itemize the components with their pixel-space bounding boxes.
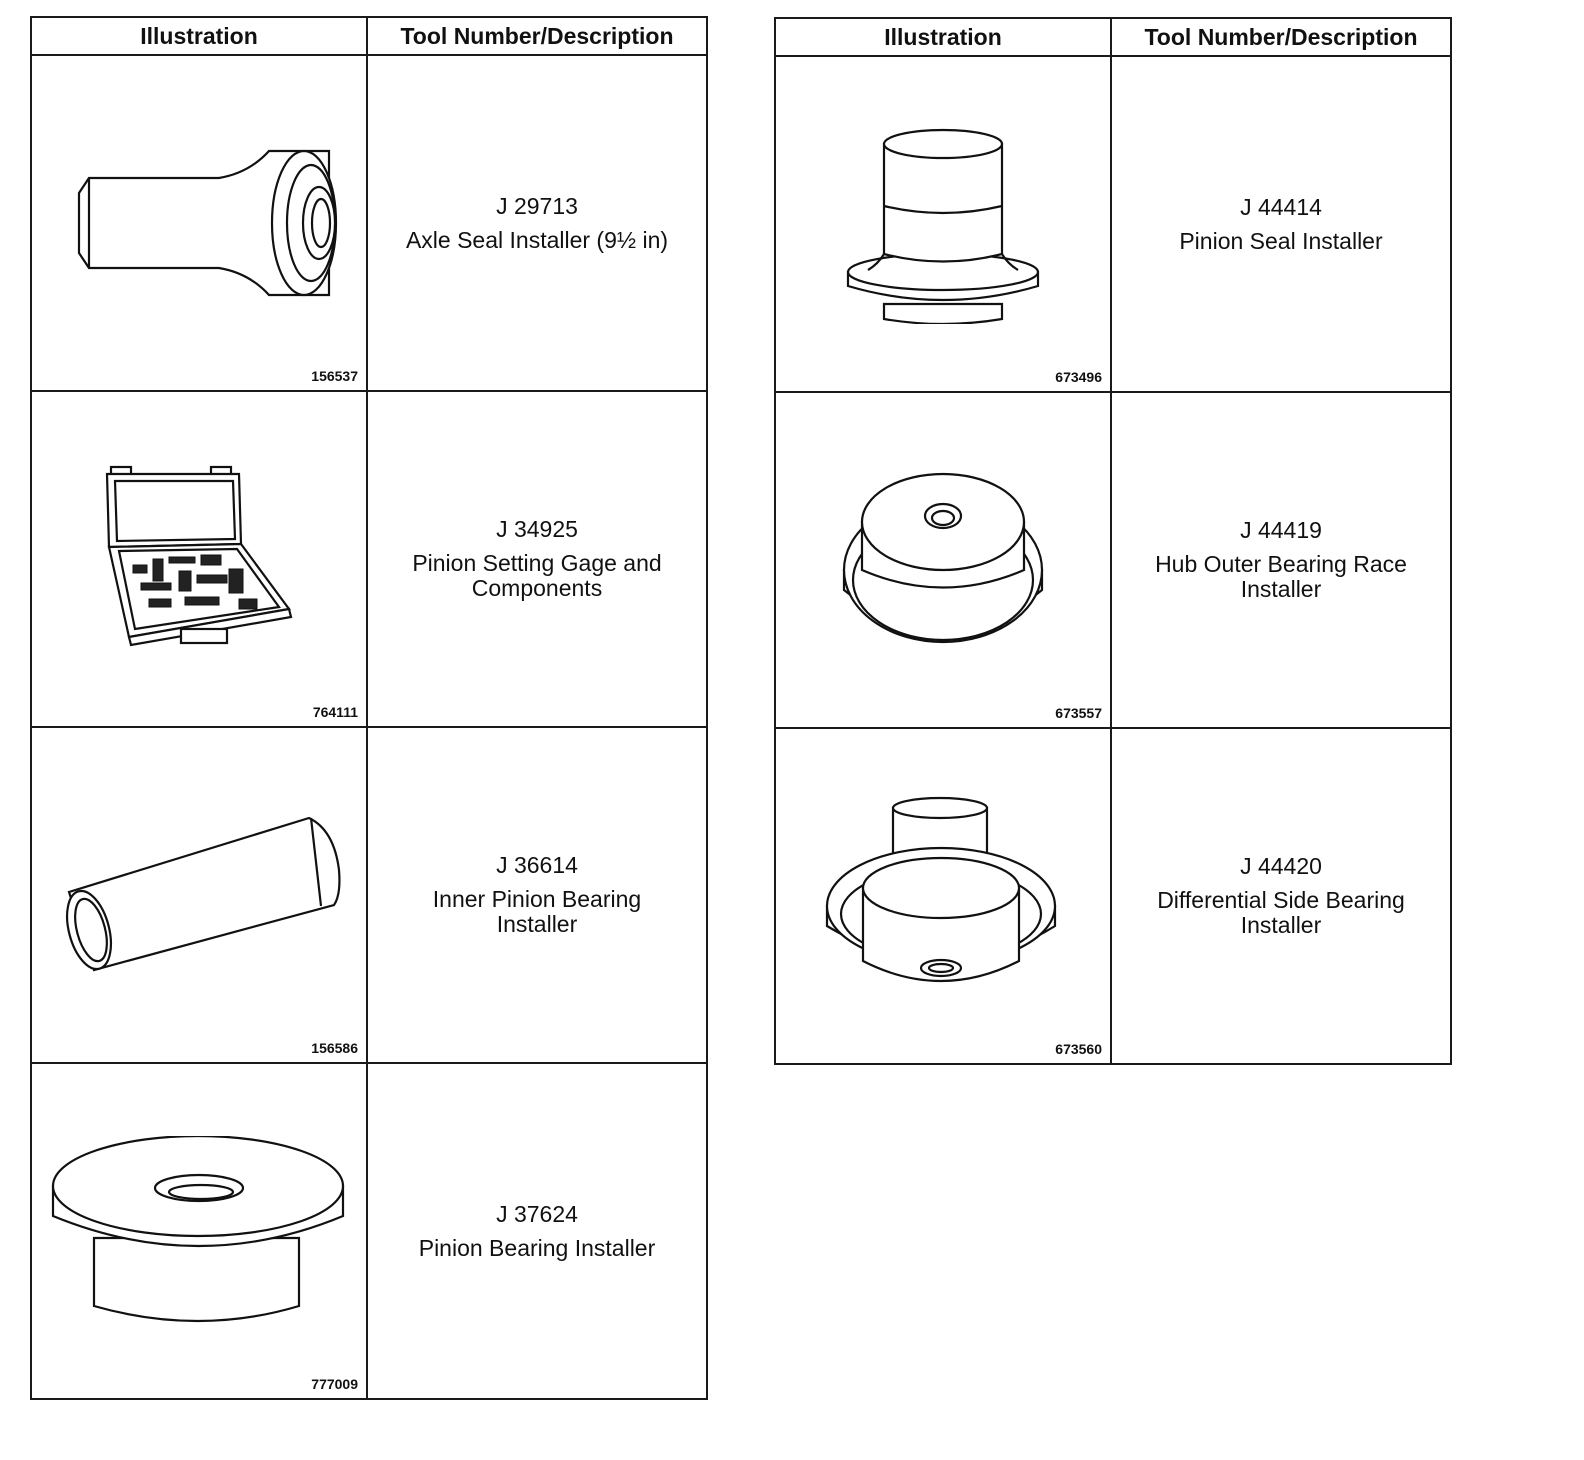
pinion-seal-installer-icon <box>846 128 1040 324</box>
description-cell: J 29713 Axle Seal Installer (9½ in) <box>366 54 708 392</box>
tool-number: J 36614 <box>496 852 578 878</box>
illustration-cell: 764111 <box>30 390 368 728</box>
tool-number: J 44419 <box>1240 517 1322 543</box>
tool-description: Pinion Setting Gage and Components <box>412 550 662 601</box>
header-row: Illustration Tool Number/Description <box>774 17 1452 57</box>
tool-number: J 44420 <box>1240 853 1322 879</box>
race-installer-icon <box>842 472 1044 644</box>
description-cell: J 37624 Pinion Bearing Installer <box>366 1062 708 1400</box>
figure-number: 673496 <box>1055 369 1102 385</box>
tube-installer-icon <box>65 816 341 972</box>
figure-number: 673560 <box>1055 1041 1102 1057</box>
tool-description: Pinion Seal Installer <box>1179 227 1383 254</box>
table-row: 764111 J 34925 Pinion Setting Gage and C… <box>30 390 708 728</box>
table-row: 156537 J 29713 Axle Seal Installer (9½ i… <box>30 54 708 392</box>
description-cell: J 36614 Inner Pinion Bearing Installer <box>366 726 708 1064</box>
illustration-cell: 673496 <box>774 55 1112 393</box>
illustration-cell: 156586 <box>30 726 368 1064</box>
table-row: 156586 J 36614 Inner Pinion Bearing Inst… <box>30 726 708 1064</box>
side-bearing-installer-icon <box>825 796 1057 982</box>
table-row: 777009 J 37624 Pinion Bearing Installer <box>30 1062 708 1400</box>
figure-number: 156586 <box>311 1040 358 1056</box>
header-row: Illustration Tool Number/Description <box>30 16 708 56</box>
tool-description: Hub Outer Bearing Race Installer <box>1155 551 1407 602</box>
right-tool-table: Illustration Tool Number/Description 673… <box>774 17 1452 1065</box>
tool-description: Axle Seal Installer (9½ in) <box>405 226 669 253</box>
illustration-cell: 673557 <box>774 391 1112 729</box>
figure-number: 764111 <box>312 704 358 720</box>
pinion-gage-case-icon <box>105 465 293 647</box>
illustration-cell: 673560 <box>774 727 1112 1065</box>
description-cell: J 44419 Hub Outer Bearing Race Installer <box>1110 391 1452 729</box>
tool-description: Pinion Bearing Installer <box>418 1234 656 1261</box>
axle-seal-installer-icon <box>77 149 338 297</box>
illustration-header: Illustration <box>774 17 1112 57</box>
description-cell: J 34925 Pinion Setting Gage and Componen… <box>366 390 708 728</box>
tool-description-header: Tool Number/Description <box>366 16 708 56</box>
tool-description: Inner Pinion Bearing Installer <box>432 886 642 937</box>
figure-number: 777009 <box>311 1376 358 1392</box>
illustration-cell: 156537 <box>30 54 368 392</box>
tool-number: J 44414 <box>1240 193 1322 220</box>
tool-description-header: Tool Number/Description <box>1110 17 1452 57</box>
illustration-header: Illustration <box>30 16 368 56</box>
description-cell: J 44414 Pinion Seal Installer <box>1110 55 1452 393</box>
left-tool-table: Illustration Tool Number/Description 156… <box>30 16 708 1400</box>
flanged-disc-installer-icon <box>51 1136 345 1323</box>
table-row: 673557 J 44419 Hub Outer Bearing Race In… <box>774 391 1452 729</box>
tool-description: Differential Side Bearing Installer <box>1157 887 1405 938</box>
tool-number: J 37624 <box>496 1200 578 1227</box>
tool-number: J 29713 <box>496 192 578 219</box>
illustration-cell: 777009 <box>30 1062 368 1400</box>
description-cell: J 44420 Differential Side Bearing Instal… <box>1110 727 1452 1065</box>
figure-number: 673557 <box>1055 705 1102 721</box>
table-row: 673496 J 44414 Pinion Seal Installer <box>774 55 1452 393</box>
figure-number: 156537 <box>311 368 358 384</box>
table-row: 673560 J 44420 Differential Side Bearing… <box>774 727 1452 1065</box>
tool-number: J 34925 <box>496 516 578 542</box>
